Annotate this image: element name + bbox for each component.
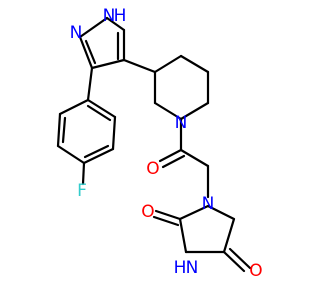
molecule-diagram: N N H N F O N O H N O [56, 6, 263, 281]
atom-o-hydantoin-4: O [249, 261, 262, 281]
piperidine-ring [153, 54, 210, 121]
amide-carbonyl [158, 148, 186, 169]
pyrazole-ring [78, 16, 126, 70]
atom-f: F [77, 181, 87, 201]
carbonyl-ch2-bond [179, 148, 210, 168]
hydantoin-c4-carbonyl [222, 247, 252, 273]
atom-o-amide: O [146, 159, 159, 179]
hydantoin-c2-carbonyl [152, 209, 182, 227]
hydantoin-ring [178, 204, 236, 254]
pyrazole-piperidine-bond [122, 58, 157, 74]
atom-h-hydantoin-3: H [174, 258, 187, 278]
atom-n-piperidine: N [175, 113, 188, 133]
atom-o-hydantoin-2: O [141, 202, 154, 222]
atom-h-pyrazole: H [114, 6, 127, 26]
atom-n-hydantoin-1: N [202, 194, 215, 214]
atom-n-pyrazole: N [70, 23, 83, 43]
pyrazole-phenyl-bond [86, 66, 94, 102]
carbon-fluorine-bond [81, 161, 86, 186]
atom-n-hydantoin-3: N [186, 258, 199, 278]
structure-canvas: N N H N F O N O H N O [56, 6, 263, 281]
atom-labels: N N H N F O N O H N O [70, 6, 263, 281]
fluorophenyl-ring [56, 98, 117, 165]
atom-n-pyrazole-nh: N [103, 6, 116, 26]
